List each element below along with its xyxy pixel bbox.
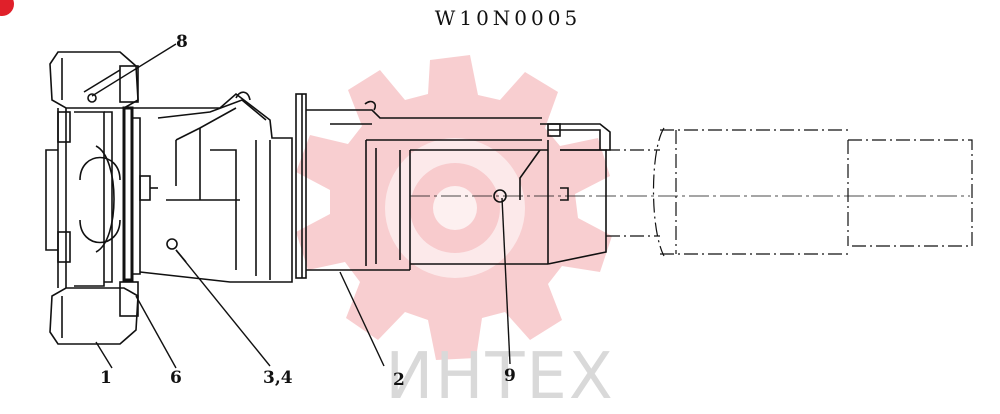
flange-face — [45, 106, 158, 288]
callout-9: 9 — [504, 366, 516, 386]
callout-1: 1 — [100, 368, 112, 388]
watermark-gear — [296, 55, 612, 360]
drawing-sheet: ИНТЕХ W10N0005 — [0, 0, 973, 414]
shaft-tube — [306, 100, 549, 271]
driveshaft-drawing — [45, 43, 973, 369]
callout-8: 8 — [176, 32, 188, 52]
corner-badge — [0, 0, 14, 16]
callout-3-4: 3,4 — [263, 368, 293, 388]
boot-clamp — [295, 93, 307, 279]
yoke-bottom-lug — [49, 281, 139, 345]
mating-shaft — [606, 127, 973, 257]
drawing-code: W10N0005 — [434, 6, 582, 30]
callout-6: 6 — [170, 368, 182, 388]
yoke-top-lug — [49, 51, 139, 109]
leader-lines — [91, 43, 511, 369]
spider-body — [132, 91, 293, 283]
slip-yoke — [493, 123, 611, 265]
callout-2: 2 — [393, 370, 405, 390]
